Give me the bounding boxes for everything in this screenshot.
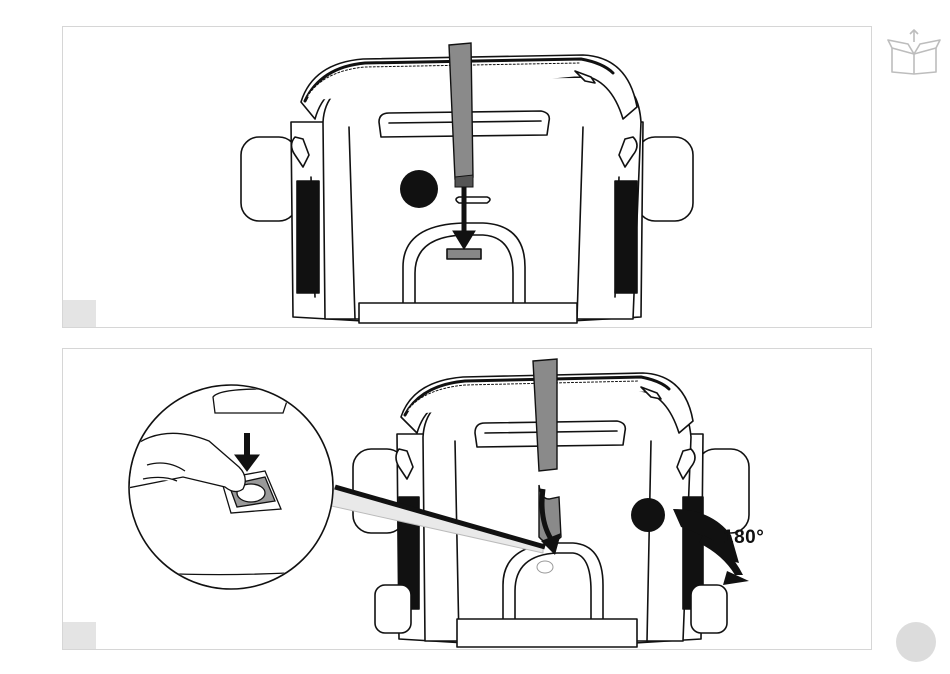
page-number-dot <box>896 622 936 662</box>
open-box-icon <box>886 28 942 76</box>
right-wheel <box>637 137 693 221</box>
rotation-label: 180° <box>723 527 764 549</box>
step-number-box <box>63 622 96 649</box>
step-2-panel: 180° <box>62 348 872 650</box>
left-wheel <box>241 137 297 221</box>
step-1-panel <box>62 26 872 328</box>
step-1-illustration <box>63 27 871 327</box>
step-number-box <box>63 300 96 327</box>
step-marker-dot <box>400 170 438 208</box>
step-marker-dot-b <box>631 498 665 532</box>
detail-magnifier <box>123 385 343 649</box>
step-2-illustration <box>63 349 871 649</box>
